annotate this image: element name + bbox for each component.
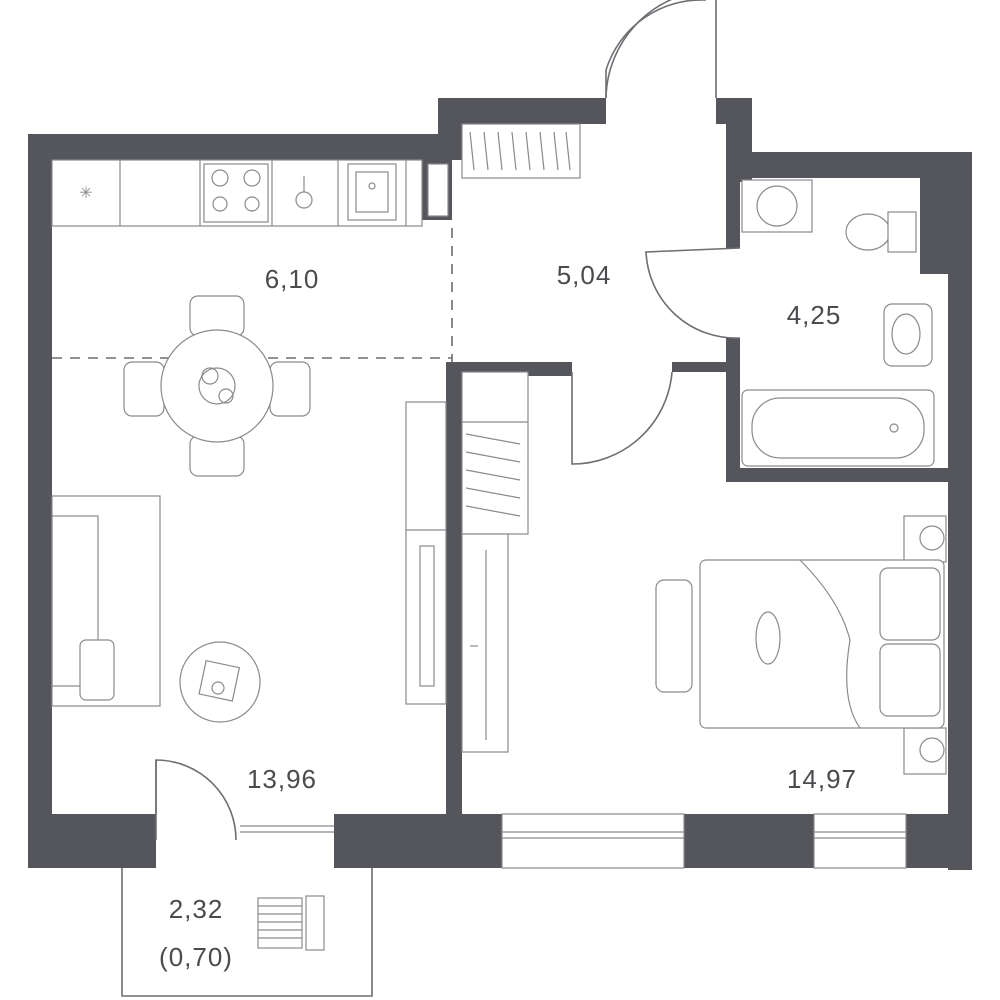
hallway-rack — [461, 123, 581, 179]
balcony-reduced-area-label: (0,70) — [159, 942, 233, 972]
balcony-area-label: 2,32 — [169, 894, 224, 924]
bathroom-door — [645, 247, 741, 339]
bed — [655, 515, 947, 775]
svg-text:✳: ✳ — [79, 183, 92, 202]
kitchen-counter: ✳ — [51, 159, 449, 227]
dining-table — [123, 295, 311, 477]
bathroom-fixtures — [741, 179, 935, 467]
bedroom-door — [571, 371, 673, 465]
bedroom-area-label: 14,97 — [787, 764, 857, 794]
wardrobe — [461, 371, 529, 753]
entrance-door — [605, 0, 717, 99]
windows — [240, 813, 907, 869]
sofa — [51, 495, 161, 707]
coffee-table — [179, 641, 261, 723]
kitchen-area-label: 6,10 — [265, 264, 320, 294]
walls — [28, 98, 972, 870]
hallway-area-label: 5,04 — [557, 260, 612, 290]
bathroom-area-label: 4,25 — [787, 300, 842, 330]
living-room-area-label: 13,96 — [247, 764, 317, 794]
tv-unit — [405, 401, 447, 705]
balcony — [121, 759, 373, 997]
